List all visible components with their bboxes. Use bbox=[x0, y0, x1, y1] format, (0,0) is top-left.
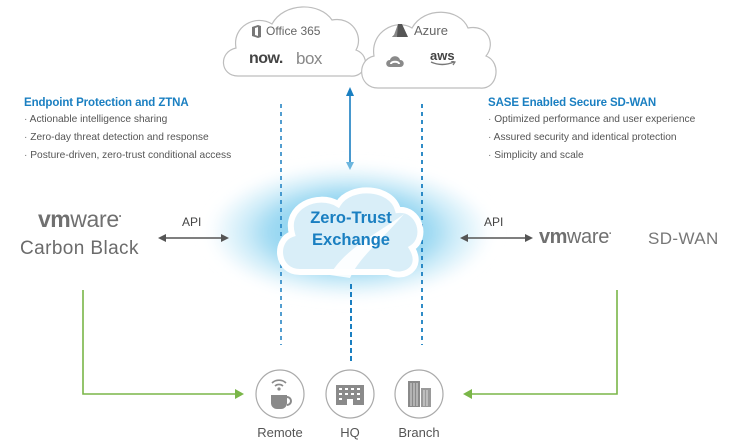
zte-line1: Zero-Trust bbox=[310, 209, 392, 227]
right-feature-panel: SASE Enabled Secure SD-WAN Optimized per… bbox=[488, 97, 695, 165]
office-icon bbox=[252, 24, 261, 38]
vmware-vm: vm bbox=[539, 226, 567, 248]
iaas-cloud-shape bbox=[361, 11, 497, 89]
zte-line2: Exchange bbox=[312, 231, 390, 249]
vmware-ware: ware bbox=[70, 206, 119, 232]
green-connector-right bbox=[470, 290, 618, 395]
arrowhead-left-icon bbox=[460, 234, 468, 242]
azure-label: Azure bbox=[414, 23, 448, 38]
right-panel-title: SASE Enabled Secure SD-WAN bbox=[488, 97, 657, 109]
left-bullet: Posture-driven, zero-trust conditional a… bbox=[24, 147, 231, 165]
right-bullet: Optimized performance and user experienc… bbox=[488, 111, 695, 129]
left-feature-panel: Endpoint Protection and ZTNA Actionable … bbox=[24, 97, 231, 165]
servicenow-logo: now. bbox=[249, 50, 283, 67]
right-bullet: Assured security and identical protectio… bbox=[488, 129, 695, 147]
building-icon bbox=[336, 385, 364, 405]
office365-logo: Office 365 bbox=[251, 24, 320, 38]
site-label-hq: HQ bbox=[340, 425, 360, 440]
api-label-left: API bbox=[182, 215, 202, 229]
left-bullet: Actionable intelligence sharing bbox=[24, 111, 231, 129]
api-label-right: API bbox=[484, 215, 504, 229]
google-cloud-icon bbox=[386, 56, 404, 67]
arrowhead-right-icon bbox=[221, 234, 229, 242]
carbon-black-label: Carbon Black bbox=[20, 238, 139, 259]
vmware-logo-right: vmware• bbox=[539, 226, 611, 248]
green-connector-left bbox=[82, 290, 237, 395]
coffee-wifi-icon bbox=[271, 379, 292, 409]
site-circle-remote[interactable] bbox=[255, 369, 305, 419]
arrowhead-left-icon bbox=[158, 234, 166, 242]
azure-icon bbox=[392, 24, 408, 37]
right-bullet: Simplicity and scale bbox=[488, 147, 695, 165]
saas-cloud-shape bbox=[222, 6, 366, 77]
sd-wan-label: SD-WAN bbox=[648, 229, 719, 248]
green-arrowhead-icon bbox=[235, 389, 244, 399]
vmware-vm: vm bbox=[38, 206, 71, 232]
vmware-logo-left: vmware• bbox=[38, 206, 121, 232]
azure-logo: Azure bbox=[392, 23, 448, 38]
box-logo: box bbox=[296, 49, 322, 68]
zte-cloud-shape bbox=[277, 187, 424, 278]
arrowhead-right-icon bbox=[525, 234, 533, 242]
office365-label: Office 365 bbox=[266, 24, 321, 38]
skyscraper-icon bbox=[408, 381, 431, 407]
green-arrowhead-icon bbox=[463, 389, 472, 399]
zte-swoosh bbox=[330, 214, 404, 278]
vmware-ware: ware bbox=[566, 226, 610, 248]
aws-smile-icon bbox=[430, 61, 456, 66]
site-label-remote: Remote bbox=[257, 425, 303, 440]
zero-trust-exchange-label[interactable]: Zero-Trust Exchange bbox=[281, 207, 421, 251]
left-panel-title: Endpoint Protection and ZTNA bbox=[24, 97, 189, 109]
aws-logo: aws bbox=[430, 48, 456, 67]
arrow-up-icon bbox=[346, 87, 354, 96]
arrow-down-icon bbox=[346, 162, 354, 170]
site-label-branch: Branch bbox=[398, 425, 440, 440]
left-bullet: Zero-day threat detection and response bbox=[24, 129, 231, 147]
aws-label: aws bbox=[430, 48, 455, 63]
